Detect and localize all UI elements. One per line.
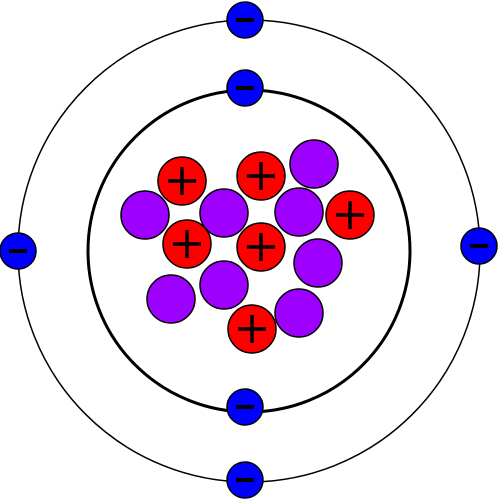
- proton: [162, 219, 212, 269]
- neutron: [120, 190, 170, 240]
- electron: [226, 1, 264, 39]
- electron: [226, 69, 264, 107]
- neutron: [199, 260, 249, 310]
- proton: [157, 156, 207, 206]
- proton: [227, 304, 277, 354]
- neutron: [274, 187, 324, 237]
- neutron: [293, 238, 343, 288]
- neutron: [289, 139, 339, 189]
- proton: [236, 151, 286, 201]
- electron: [226, 388, 264, 426]
- electron: [226, 461, 264, 499]
- neutron: [274, 288, 324, 338]
- electron: [460, 227, 498, 265]
- neutron: [199, 188, 249, 238]
- proton: [325, 190, 375, 240]
- electron: [0, 232, 37, 270]
- nucleus: [120, 139, 375, 354]
- neutron: [146, 274, 196, 324]
- proton: [236, 222, 286, 272]
